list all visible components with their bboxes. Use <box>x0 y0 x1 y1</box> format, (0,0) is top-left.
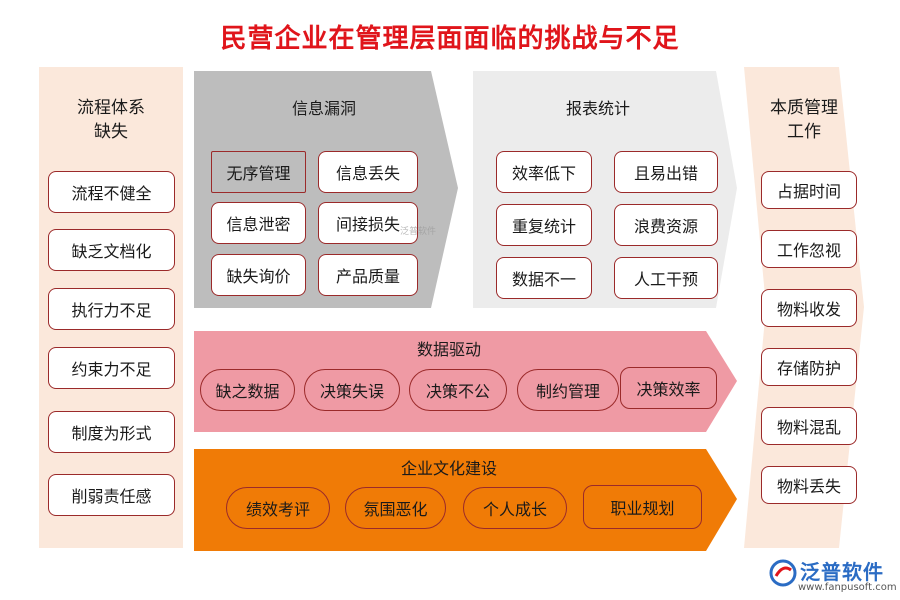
info-leak-item-0: 无序管理 <box>211 151 306 193</box>
brand-logo: 泛普软件 www.fanpusoft.com <box>768 556 897 596</box>
report-item-1: 且易出错 <box>614 151 718 193</box>
left-panel-title: 流程体系 缺失 <box>39 96 183 144</box>
info-leak-item-2: 信息泄密 <box>211 202 306 244</box>
data-driven-item-3: 制约管理 <box>517 369 619 411</box>
data-driven-item-1: 决策失误 <box>304 369 400 411</box>
info-leak-title: 信息漏洞 <box>291 99 356 118</box>
right-item-5: 物料丢失 <box>761 466 857 504</box>
brand-logo-icon <box>769 559 797 587</box>
right-panel-title-line2: 工作 <box>787 122 821 142</box>
culture-title: 企业文化建设 <box>400 459 497 478</box>
left-item-5: 削弱责任感 <box>48 474 175 516</box>
left-item-2: 执行力不足 <box>48 288 175 330</box>
report-item-2: 重复统计 <box>496 204 592 246</box>
culture-item-1: 氛围恶化 <box>345 487 446 529</box>
info-leak-item-5: 产品质量 <box>318 254 418 296</box>
report-arrow <box>473 71 737 308</box>
culture-item-0: 绩效考评 <box>226 487 330 529</box>
report-item-3: 浪费资源 <box>614 204 718 246</box>
left-panel-title-line2: 缺失 <box>94 122 128 142</box>
data-driven-title: 数据驱动 <box>416 340 481 359</box>
report-item-0: 效率低下 <box>496 151 592 193</box>
right-panel-title: 本质管理 工作 <box>744 96 864 144</box>
left-item-4: 制度为形式 <box>48 411 175 453</box>
culture-item-3: 职业规划 <box>583 485 702 529</box>
right-item-3: 存储防护 <box>761 348 857 386</box>
report-stats-title: 报表统计 <box>565 99 630 118</box>
data-driven-item-0: 缺之数据 <box>200 369 295 411</box>
right-item-1: 工作忽视 <box>761 230 857 268</box>
culture-item-2: 个人成长 <box>463 487 567 529</box>
info-leak-item-3: 间接损失 <box>318 202 418 244</box>
info-leak-item-4: 缺失询价 <box>211 254 306 296</box>
right-item-2: 物料收发 <box>761 289 857 327</box>
brand-logo-url: www.fanpusoft.com <box>798 582 897 593</box>
page-title: 民营企业在管理层面面临的挑战与不足 <box>220 24 680 54</box>
info-leak-item-1: 信息丢失 <box>318 151 418 193</box>
data-driven-item-4: 决策效率 <box>620 367 717 409</box>
data-driven-item-2: 决策不公 <box>409 369 507 411</box>
left-panel-title-line1: 流程体系 <box>77 98 145 118</box>
right-item-4: 物料混乱 <box>761 407 857 445</box>
brand-logo-name: 泛普软件 <box>800 560 884 584</box>
report-item-4: 数据不一 <box>496 257 592 299</box>
left-item-1: 缺乏文档化 <box>48 229 175 271</box>
right-item-0: 占据时间 <box>761 171 857 209</box>
report-item-5: 人工干预 <box>614 257 718 299</box>
left-item-3: 约束力不足 <box>48 347 175 389</box>
left-item-0: 流程不健全 <box>48 171 175 213</box>
watermark-logo: 泛普软件 <box>400 227 437 237</box>
right-panel-title-line1: 本质管理 <box>770 98 838 118</box>
